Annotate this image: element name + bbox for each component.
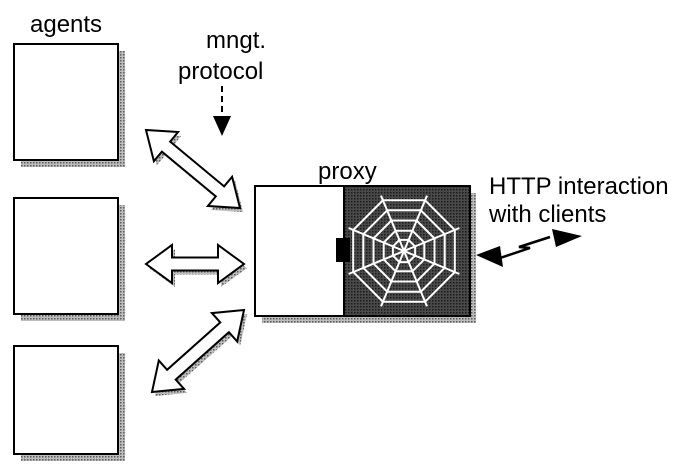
proxy-label: proxy: [318, 158, 377, 185]
web-spoke: [348, 250, 405, 275]
proxy-box: [254, 185, 345, 317]
mgmt-protocol-label-line2: protocol: [178, 58, 263, 85]
web-panel: [343, 185, 471, 317]
web-ring: [382, 229, 426, 273]
web-spoke: [403, 195, 428, 252]
mgmt-protocol-label-line1: mngt.: [206, 27, 266, 54]
web-ring: [362, 209, 446, 293]
double-arrow-bottom: [150, 308, 247, 396]
agent-box-2: [13, 197, 125, 321]
double-arrow-top: [144, 128, 243, 212]
agents-label: agents: [30, 11, 102, 38]
double-arrow-middle: [144, 243, 247, 287]
http-interaction-label-line1: HTTP interaction: [489, 173, 669, 200]
web-spoke: [380, 195, 405, 252]
web-spoke: [403, 250, 428, 307]
agent-box-1: [13, 43, 125, 167]
lightning-arrow: [476, 229, 582, 267]
http-interaction-label-line2: with clients: [488, 201, 606, 228]
web-spoke: [403, 250, 460, 275]
mgmt-pointer-arrow: [213, 86, 231, 136]
web-spoke: [380, 250, 405, 307]
spider-web-icon: [348, 195, 460, 307]
proxy-connector: [336, 238, 350, 262]
agent-box-3: [13, 345, 125, 461]
web-ring: [352, 199, 456, 303]
web-ring: [391, 238, 417, 264]
web-spoke: [403, 227, 460, 252]
web-ring: [372, 219, 436, 283]
web-spoke: [348, 227, 405, 252]
